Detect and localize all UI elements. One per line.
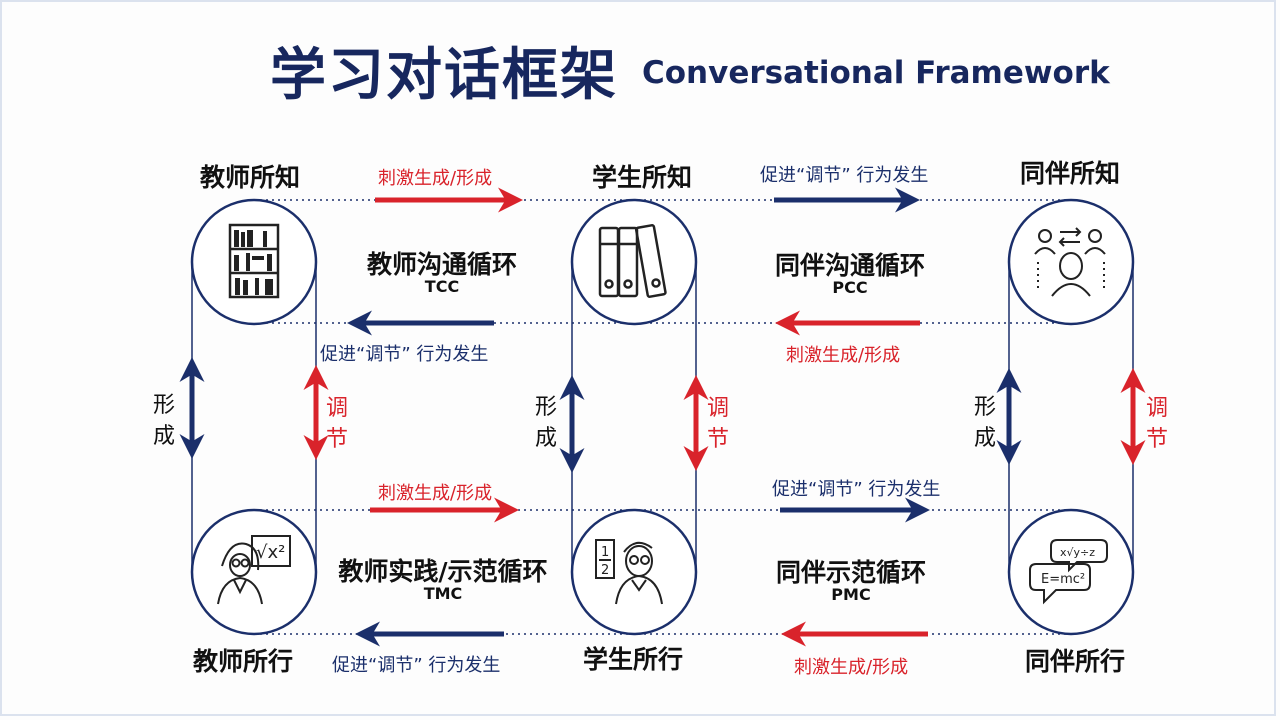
student-fraction-icon: 1 2 xyxy=(595,539,663,605)
vlabel-student-form: 形成 xyxy=(534,395,557,451)
svg-text:2: 2 xyxy=(601,563,609,578)
cycle-pmc-name: 同伴示范循环 xyxy=(775,558,926,587)
peer-discussion-icon xyxy=(1034,227,1106,297)
label-pd-sd: 刺激生成/形成 xyxy=(794,657,909,678)
vlabel-teacher-form: 形成 xyxy=(152,393,175,449)
cycle-pcc-name: 同伴沟通循环 xyxy=(774,251,925,280)
cycle-pmc-abbr: PMC xyxy=(831,585,871,604)
cycle-pcc-abbr: PCC xyxy=(832,278,868,297)
vlabel-peer-form: 形成 xyxy=(973,395,996,451)
teacher-knows-circle xyxy=(190,198,318,326)
bookshelf-icon xyxy=(228,223,280,299)
teacher-does-circle xyxy=(190,508,318,636)
cycle-tcc-abbr: TCC xyxy=(424,277,460,296)
label-sk-pk: 促进“调节” 行为发生 xyxy=(760,165,929,186)
teacher-math-icon: √x² xyxy=(217,535,291,605)
svg-text:1: 1 xyxy=(601,545,609,560)
node-student-knows: 学生所知 xyxy=(591,163,692,192)
cycle-tmc-name: 教师实践/示范循环 xyxy=(338,557,548,586)
node-student-does: 学生所行 xyxy=(582,645,683,674)
node-peer-does: 同伴所行 xyxy=(1024,647,1125,676)
binders-icon xyxy=(598,224,667,298)
speech-formula-icon: x√y÷z E=mc² xyxy=(1029,539,1108,605)
label-tk-sk: 刺激生成/形成 xyxy=(378,168,493,189)
cycle-tmc-abbr: TMC xyxy=(423,584,463,603)
cycle-tcc-name: 教师沟通循环 xyxy=(366,250,517,279)
page-subtitle: Conversational Framework xyxy=(642,55,1110,91)
label-td-sd: 刺激生成/形成 xyxy=(378,483,493,504)
label-sk-tk: 促进“调节” 行为发生 xyxy=(320,344,489,365)
node-peer-knows: 同伴所知 xyxy=(1019,159,1120,188)
label-sd-pd: 促进“调节” 行为发生 xyxy=(772,479,941,500)
label-sd-td: 促进“调节” 行为发生 xyxy=(332,655,501,676)
page-title: 学习对话框架 xyxy=(270,43,618,108)
peer-knows-circle xyxy=(1007,198,1135,326)
vlabel-peer-regulate: 调节 xyxy=(1145,396,1168,452)
node-teacher-knows: 教师所知 xyxy=(199,163,300,192)
svg-text:√x²: √x² xyxy=(256,542,285,563)
svg-text:E=mc²: E=mc² xyxy=(1041,572,1085,587)
label-pk-sk: 刺激生成/形成 xyxy=(786,345,901,366)
vlabel-teacher-regulate: 调节 xyxy=(325,396,348,452)
vlabel-student-regulate: 调节 xyxy=(706,396,729,452)
svg-text:x√y÷z: x√y÷z xyxy=(1060,546,1095,559)
node-teacher-does: 教师所行 xyxy=(192,647,293,676)
